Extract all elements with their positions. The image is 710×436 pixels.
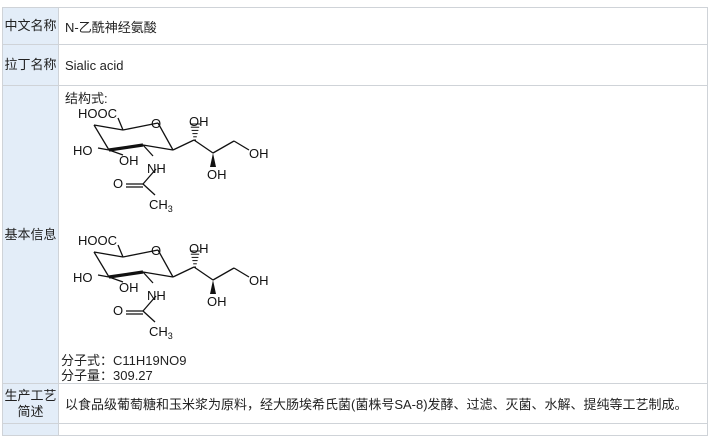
oh-label: OH xyxy=(189,114,209,129)
row-next xyxy=(2,423,708,436)
value-chinese-name: N-乙酰神经氨酸 xyxy=(58,7,708,45)
nh-label: NH xyxy=(147,161,166,176)
value-production-process: 以食品级葡萄糖和玉米浆为原料，经大肠埃希氏菌(菌株号SA-8)发酵、过滤、灭菌、… xyxy=(58,383,708,424)
structure-image-2: HOOC O HO OH NH O CH3 OH OH OH xyxy=(73,233,269,341)
ch3-label: CH3 xyxy=(149,197,173,214)
row-production-process: 生产工艺简述 以食品级葡萄糖和玉米浆为原料，经大肠埃希氏菌(菌株号SA-8)发酵… xyxy=(2,383,708,424)
nh-label: NH xyxy=(147,288,166,303)
oh-label: OH xyxy=(119,280,139,295)
ho-label: HO xyxy=(73,143,93,158)
molecular-weight: 分子量：309.27 xyxy=(61,368,153,383)
label-basic-info: 基本信息 xyxy=(2,85,59,384)
value-latin-name: Sialic acid xyxy=(58,44,708,86)
carbonyl-oxygen-label: O xyxy=(113,303,123,318)
oh-label: OH xyxy=(207,167,227,182)
carbonyl-oxygen-label: O xyxy=(113,176,123,191)
ho-label: HO xyxy=(73,270,93,285)
row-latin-name: 拉丁名称 Sialic acid xyxy=(2,44,708,86)
label-production-process: 生产工艺简述 xyxy=(2,383,59,424)
cooh-label: HOOC xyxy=(78,233,117,248)
oh-label: OH xyxy=(249,273,269,288)
cooh-label: HOOC xyxy=(78,106,117,121)
oh-label: OH xyxy=(207,294,227,309)
oh-label: OH xyxy=(249,146,269,161)
label-latin-name: 拉丁名称 xyxy=(2,44,59,86)
label-chinese-name: 中文名称 xyxy=(2,7,59,45)
oh-label: OH xyxy=(119,153,139,168)
info-table: 中文名称 N-乙酰神经氨酸 拉丁名称 Sialic acid 基本信息 结构式:… xyxy=(2,7,708,436)
molecular-formula: 分子式：C11H19NO9 xyxy=(61,353,187,368)
structure-image-1: HOOC O HO OH NH O CH3 OH OH OH xyxy=(73,106,269,214)
row-chinese-name: 中文名称 N-乙酰神经氨酸 xyxy=(2,7,708,45)
ring-oxygen-label: O xyxy=(151,243,161,258)
ring-oxygen-label: O xyxy=(151,116,161,131)
oh-label: OH xyxy=(189,241,209,256)
structure-label: 结构式: xyxy=(65,91,108,106)
ch3-label: CH3 xyxy=(149,324,173,341)
